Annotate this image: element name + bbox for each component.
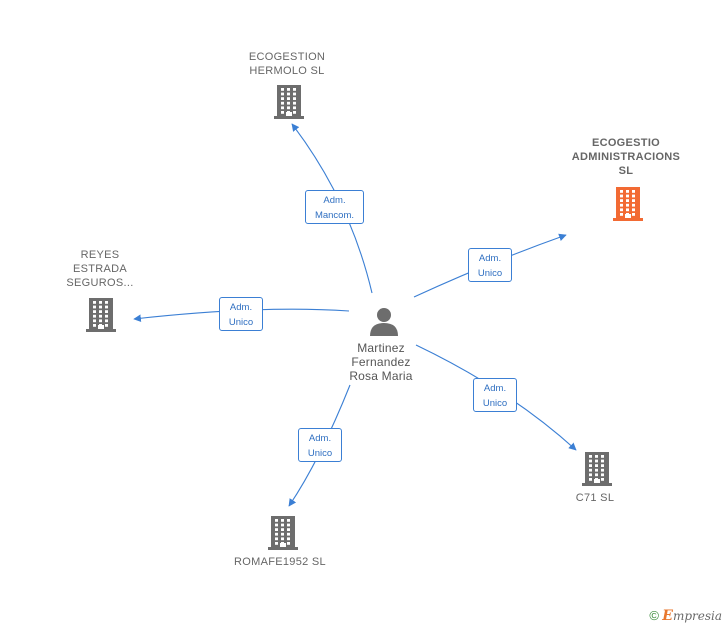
building-icon[interactable] — [582, 452, 612, 491]
building-icon[interactable] — [268, 516, 298, 555]
edge-label-adm-unico[interactable]: Adm. Unico — [468, 248, 512, 282]
brand-logo-text: mpresia — [672, 609, 722, 623]
building-icon[interactable] — [86, 298, 116, 337]
edge-label-adm-mancom[interactable]: Adm. Mancom. — [305, 190, 364, 224]
building-icon[interactable] — [274, 85, 304, 124]
company-label[interactable]: ECOGESTION HERMOLO SL — [248, 51, 326, 77]
brand-logo-letter: E — [662, 608, 673, 624]
company-label[interactable]: C71 SL — [575, 492, 615, 504]
person-name[interactable]: Martinez Fernandez Rosa Maria — [349, 341, 413, 383]
company-label[interactable]: ECOGESTIO ADMINISTRACIONS SL — [571, 137, 681, 177]
company-label[interactable]: ROMAFE1952 SL — [234, 556, 326, 568]
edge-label-adm-unico[interactable]: Adm. Unico — [473, 378, 517, 412]
building-icon[interactable] — [613, 187, 643, 226]
edge-label-adm-unico[interactable]: Adm. Unico — [298, 428, 342, 462]
footer-brand[interactable]: © Empresia — [649, 608, 722, 624]
company-label[interactable]: REYES ESTRADA SEGUROS... — [66, 249, 134, 289]
edge-label-adm-unico[interactable]: Adm. Unico — [219, 297, 263, 331]
copyright-icon: © — [649, 608, 659, 623]
person-icon[interactable] — [368, 306, 400, 336]
